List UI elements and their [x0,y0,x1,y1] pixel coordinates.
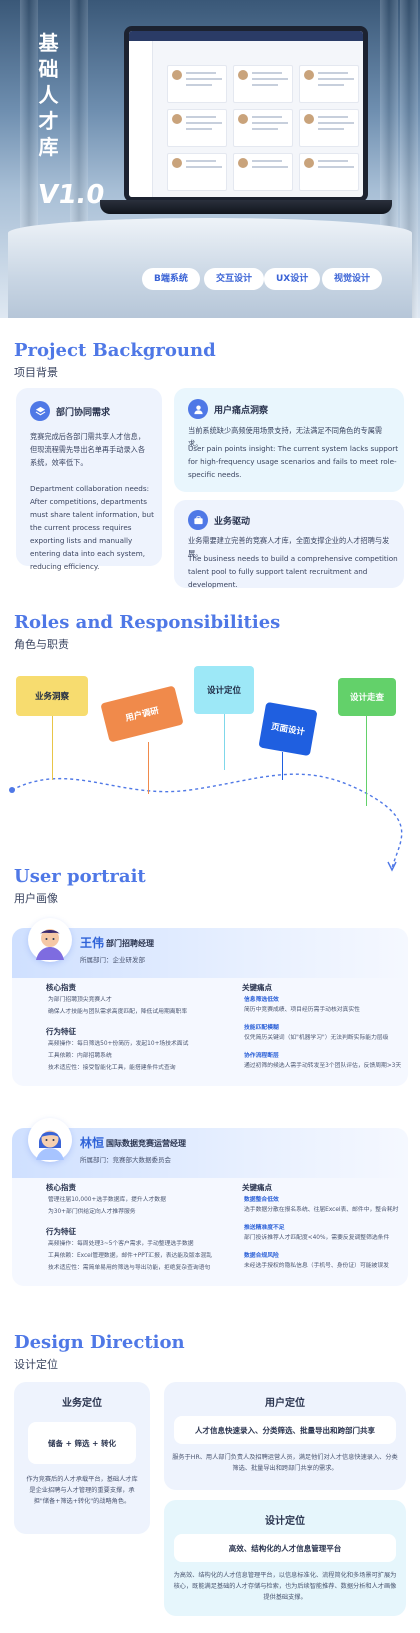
design-direction-subtitle: 设计定位 [14,1358,58,1371]
user-positioning-text: 服务于HR、用人部门负责人及招聘运营人员，满足他们对人才信息快速录入、分类筛选、… [172,1454,398,1472]
persona-card: 王伟 部门招聘经理 所属部门：企业研发部 核心指责 为部门招聘顶尖竞赛人才 确保… [12,918,408,1086]
business-positioning-text: 作为竞赛后的人才承载平台，基础人才库是企业招聘与人才管理的重要支撑，承担"储备+… [26,1476,138,1505]
user-positioning-title: 用户定位 [265,1398,305,1409]
design-positioning-card: 设计定位 高效、结构化的人才信息管理平台 为高效、结构化的人才信息管理平台，以信… [164,1500,406,1616]
business-positioning-card: 业务定位 储备 + 筛选 + 转化 作为竞赛后的人才承载平台，基础人才库是企业招… [14,1382,150,1534]
list-item: 高频操作：每日筛选50+份简历，发起10+场技术面试 [48,1041,189,1047]
list-item: 技术适应性：接受智能化工具，能搭建条件式查询 [48,1065,176,1071]
pain-text: 仅凭简历关键词（如"机器学习"）无法判断实际能力层级 [244,1035,389,1041]
design-positioning-text: 为高效、结构化的人才信息管理平台，以信息标准化、流程简化和多场景可扩展为核心，既… [173,1572,397,1601]
role-page-design: 页面设计 [258,701,318,757]
design-positioning-title: 设计定位 [265,1516,305,1527]
list-item: 确保人才技能与团队需求高度匹配，降低试用期离职率 [48,1009,188,1015]
design-positioning-box: 高效、结构化的人才信息管理平台 [174,1534,396,1562]
roles-subtitle: 角色与职责 [14,638,69,651]
user-portrait-subtitle: 用户画像 [14,892,58,905]
list-item: 技术适应性：需简单易用的筛选与导出功能，拒绝复杂查询语句 [48,1265,211,1271]
pain-text: 未经选手授权的隐私信息（手机号、身份证）可能被误发 [244,1263,389,1269]
avatar [28,1118,72,1162]
list-item: 高频操作：每周处理3~5个客户需求，手动整理选手数据 [48,1241,194,1247]
user-positioning-card: 用户定位 人才信息快速录入、分类筛选、批量导出和跨部门共享 服务于HR、用人部门… [164,1382,406,1490]
laptop-screen-ui [129,31,363,197]
card2-title: 用户痛点洞察 [214,406,269,416]
persona-card: 林恒 国际数据竞赛运营经理 所属部门：竞赛部大数据委员会 核心指责 管理往届10… [12,1118,408,1286]
roles-flow-line [9,773,403,872]
card3-title: 业务驱动 [214,517,251,527]
tag-interaction: 交互设计 [204,268,265,290]
hero-version: V1.0 [35,180,107,210]
role-business-insight: 业务洞察 [16,676,88,716]
pain-heading: 协作流程断层 [244,1053,279,1059]
card1-text-en: Department collaboration needs: After co… [30,484,154,571]
pain-text: 通过初筛的候选人需手动转发至3个团队评估，反馈周期>3天 [244,1063,402,1069]
laptop-mockup [124,26,368,202]
design-direction-title: Design Direction [14,1332,185,1353]
persona-dept: 所属部门：企业研发部 [80,956,145,964]
card1-title: 部门协同需求 [56,408,111,418]
business-positioning-title: 业务定位 [62,1398,102,1409]
persona-role: 部门招聘经理 [106,939,154,948]
pain-heading: 信息筛选低效 [244,997,279,1003]
list-item: 为30+部门供给定向人才推荐服务 [48,1209,136,1215]
list-item: 为部门招聘顶尖竞赛人才 [48,997,112,1003]
card3-text-en: The business needs to build a comprehens… [188,554,398,589]
hero-banner: 基 础 人 才 库 V1.0 B端系统 交互设计 UX设计 视觉设计 [0,0,420,318]
laptop-base [100,200,392,214]
card-user-pain: 用户痛点洞察 当前系统缺少高频使用场景支持，无法满足不同角色的专属需求。 Use… [174,388,404,492]
card3-text-cn: 业务需要建立完善的竞赛人才库，全面支撑企业的人才招聘与发展。 [188,536,390,558]
pain-points-title: 关键痛点 [242,1183,272,1192]
persona-name: 王伟 [80,936,105,950]
core-duties-title: 核心指责 [46,1183,76,1192]
pain-text: 简历中竞赛成绩、项目经历需手动核对真实性 [244,1007,360,1013]
hero-title: 基 础 人 才 库 [38,31,60,159]
card2-text-en: User pain points insight: The current sy… [188,444,399,479]
avatar [28,918,72,962]
card-dept-collab: 部门协同需求 竞赛完成后各部门需共享人才信息，但现流程需先导出名单再手动录入各系… [16,388,162,571]
pain-heading: 数据整合低效 [244,1197,279,1203]
core-duties-title: 核心指责 [46,983,76,992]
persona-dept: 所属部门：竞赛部大数据委员会 [80,1156,171,1164]
role-design-review: 设计走查 [338,678,396,716]
tag-ux: UX设计 [264,268,321,290]
card2-text-cn: 当前系统缺少高频使用场景支持，无法满足不同角色的专属需求。 [188,426,383,448]
list-item: 工具依赖：Excel管理数据，邮件+PPT汇报，表达能及版本混乱 [48,1253,213,1259]
briefcase-icon [188,510,208,530]
behavior-title: 行为特征 [46,1027,76,1036]
list-item: 工具依赖：内部招聘系统 [48,1053,112,1059]
pain-text: 部门投诉推荐人才匹配度<40%，需要反复调整筛选条件 [244,1235,390,1241]
tag-visual: 视觉设计 [322,268,383,290]
pain-heading: 数据合规风险 [244,1253,279,1259]
persona-name: 林恒 [80,1136,105,1150]
role-design-positioning: 设计定位 [194,666,254,714]
card1-text-cn: 竞赛完成后各部门需共享人才信息，但现流程需先导出名单再手动录入各系统，效率低下。 [30,432,146,467]
persona-role: 国际数据竞赛运营经理 [106,1139,186,1148]
user-portrait-title: User portrait [14,866,146,887]
card-business-driver: 业务驱动 业务需要建立完善的竞赛人才库，全面支撑企业的人才招聘与发展。 The … [174,500,404,589]
project-background-title: Project Background [14,340,216,361]
user-icon [188,399,208,419]
pain-points-title: 关键痛点 [242,983,272,992]
user-positioning-box: 人才信息快速录入、分类筛选、批量导出和跨部门共享 [174,1416,396,1444]
business-positioning-box: 储备 + 筛选 + 转化 [28,1422,136,1464]
behavior-title: 行为特征 [46,1227,76,1236]
list-item: 管理往届10,000+选手数据库，提升人才数据 [48,1197,166,1203]
pain-heading: 推送精准度不足 [244,1225,285,1231]
project-background-subtitle: 项目背景 [14,366,58,379]
layers-icon [30,401,50,421]
pain-text: 选手数据分散在报名系统、往届Excel表、邮件中，整合耗时 [244,1207,399,1213]
roles-title: Roles and Responsibilities [14,612,281,633]
tag-b-system: B端系统 [142,268,200,290]
pain-heading: 技能匹配模糊 [244,1025,279,1031]
